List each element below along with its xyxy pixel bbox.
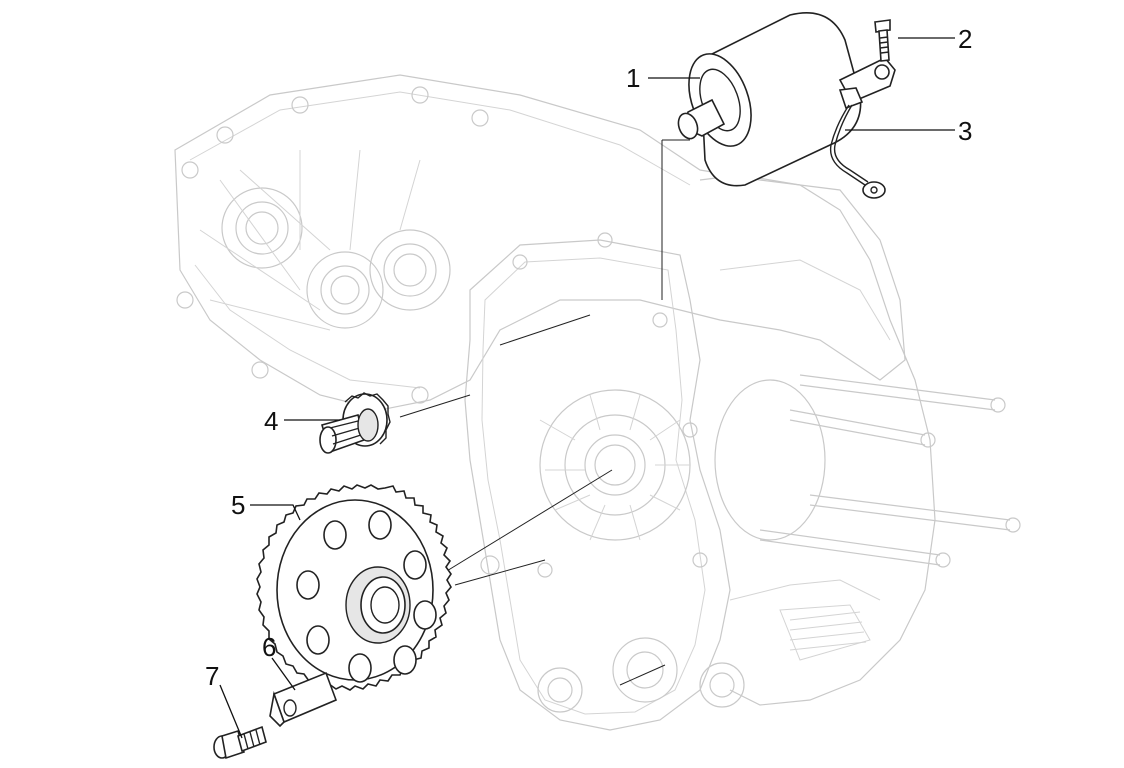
starter-pinion (319, 392, 391, 454)
callout-4: 4 (264, 406, 278, 436)
ground-cable (829, 104, 886, 199)
callout-2: 2 (958, 24, 972, 54)
starter-motor (677, 11, 896, 187)
engine-crankcase-outline (174, 74, 1021, 731)
starter-ring-gear (256, 484, 452, 691)
callout-6: 6 (262, 632, 276, 662)
callout-1: 1 (626, 63, 640, 93)
callout-numbers: 1 2 3 4 5 6 7 (205, 24, 972, 691)
callout-7: 7 (205, 661, 219, 691)
callout-3: 3 (958, 116, 972, 146)
starter-bolt (874, 19, 891, 62)
callout-5: 5 (231, 490, 245, 520)
lock-plate (269, 671, 338, 728)
callout-leaders (219, 37, 955, 739)
retaining-screw (213, 725, 267, 760)
